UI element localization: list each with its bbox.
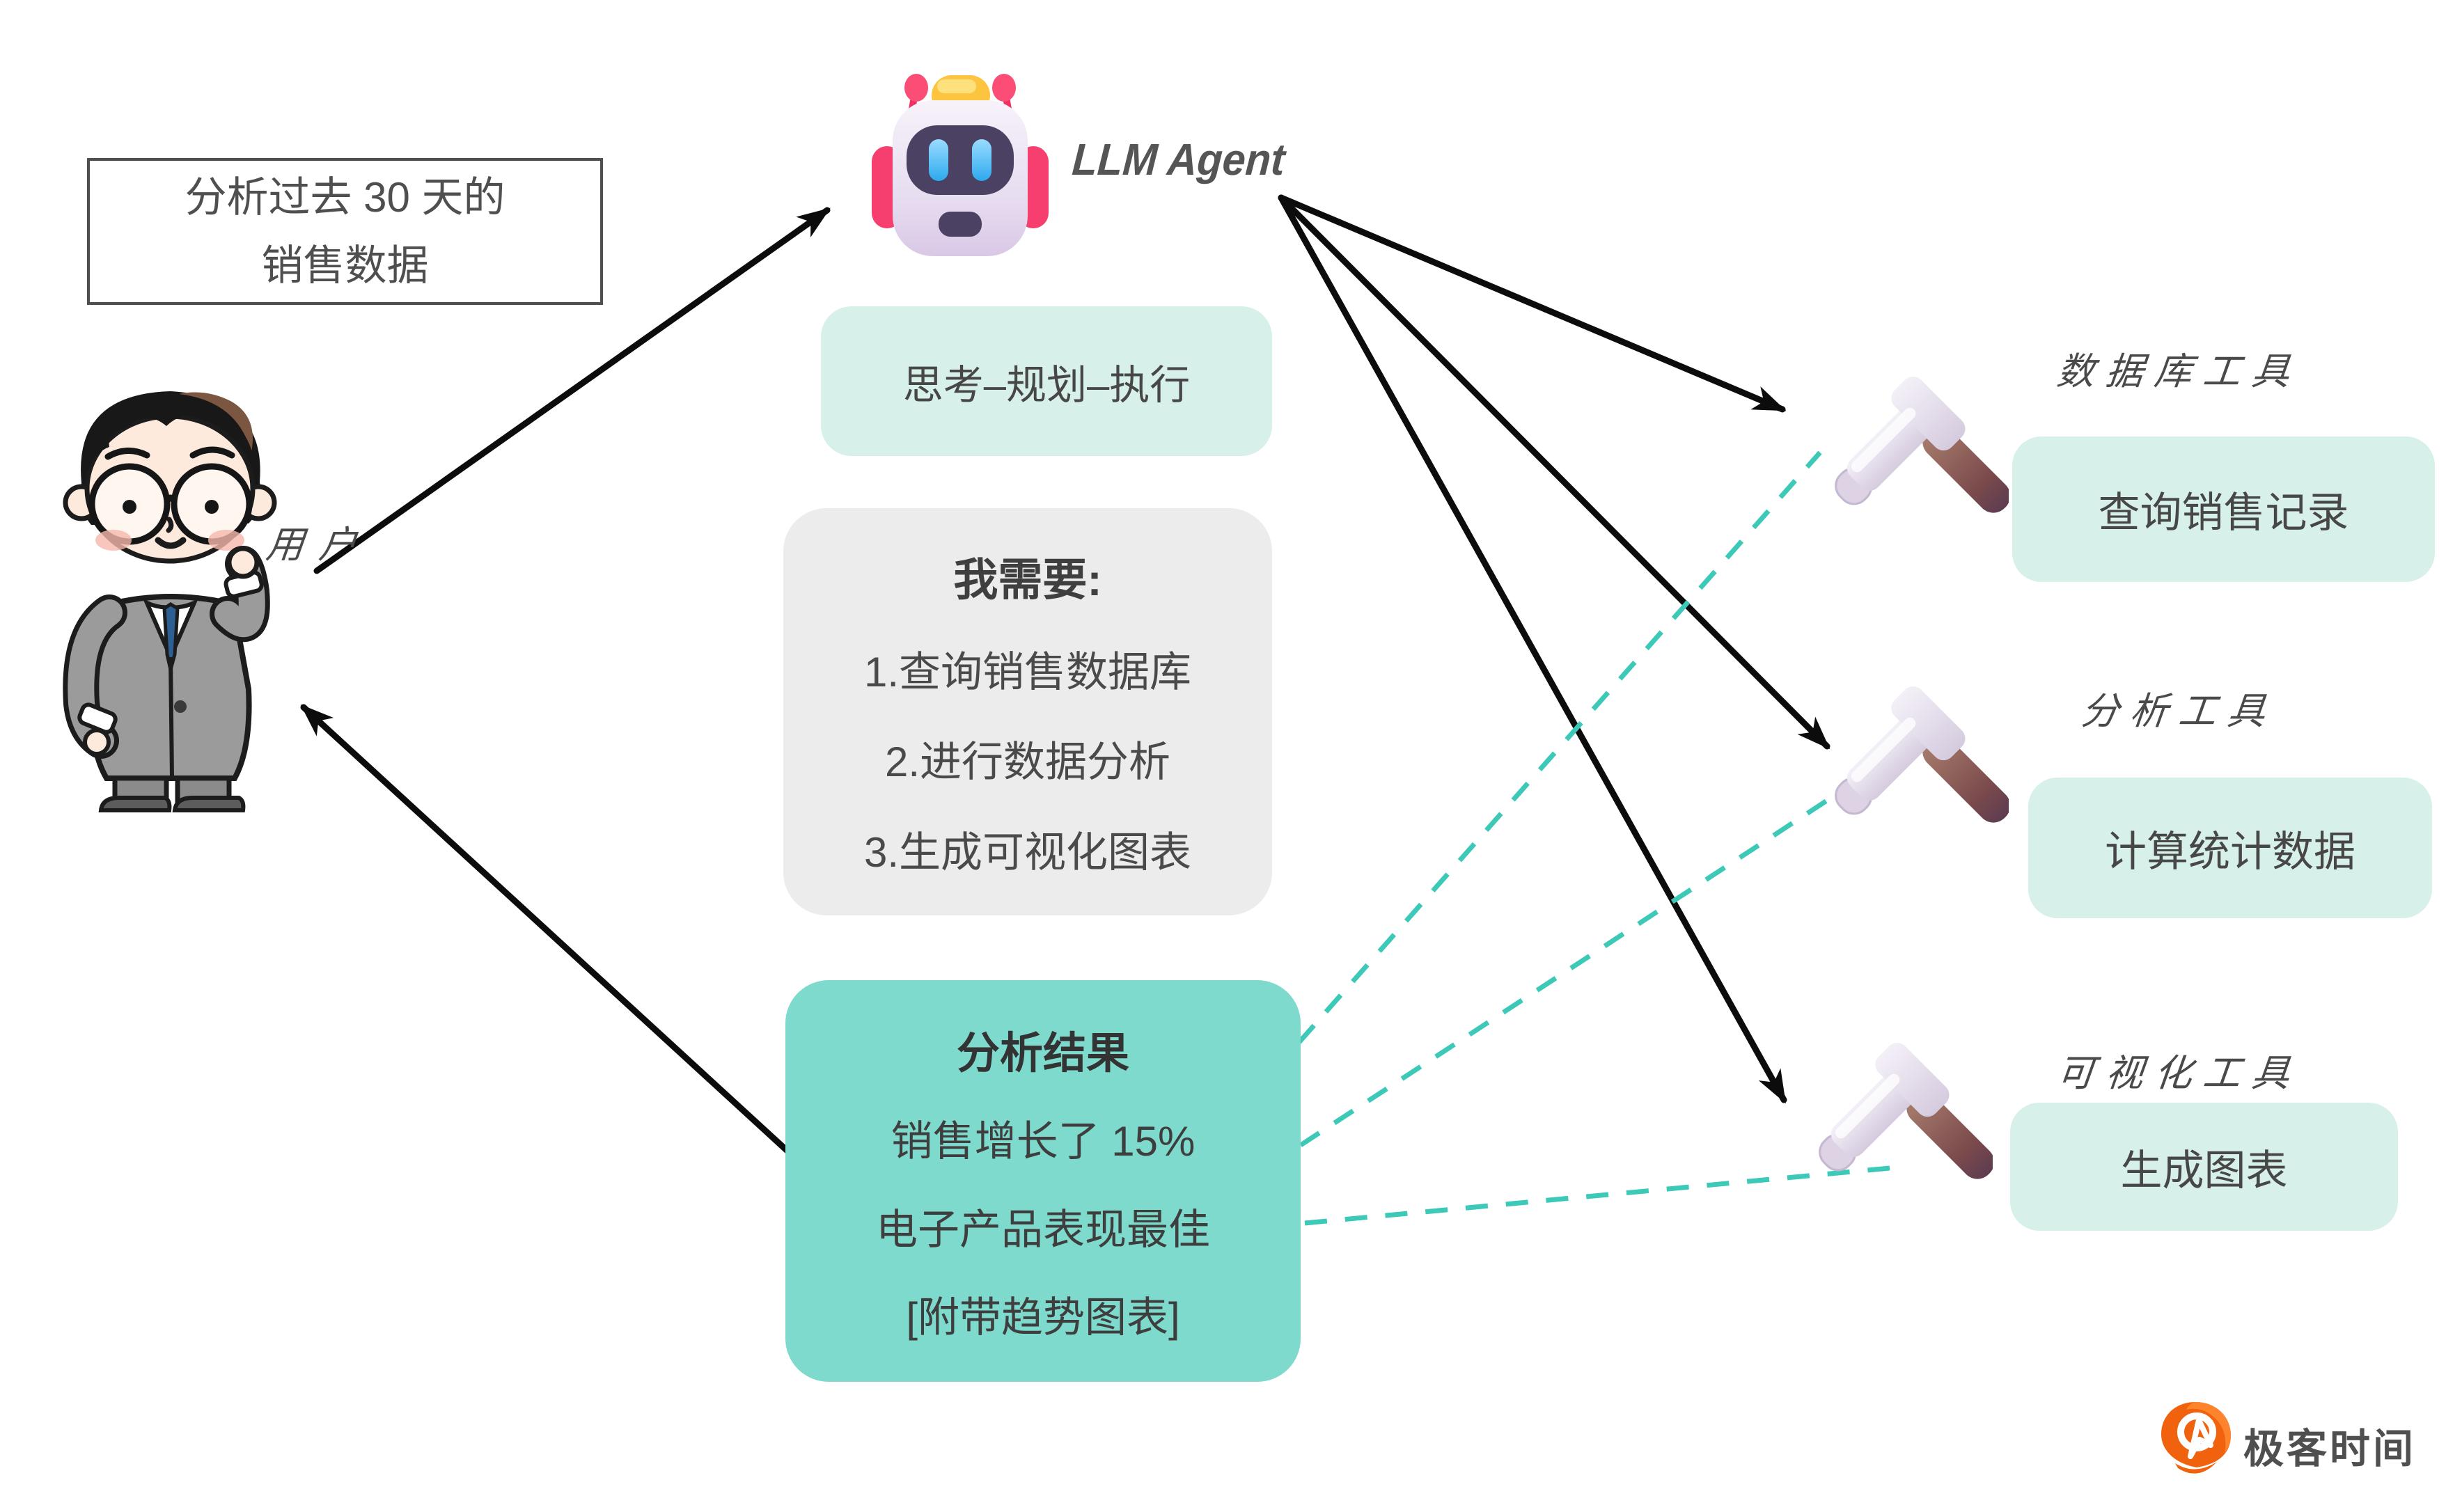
dashed-line-database-tool-to-result (1297, 450, 1822, 1044)
plan-step-1: 1.查询销售数据库 (863, 648, 1192, 695)
tool-visualization-label-text: 可视化工具 (2055, 1052, 2303, 1094)
plan-step-3: 3.生成可视化图表 (863, 828, 1192, 876)
tool-database-action-box: 查询销售记录 (2012, 436, 2435, 582)
arrow-agent-to-visualization-tool (1278, 194, 1787, 1104)
arrow-agent-to-database-tool (1278, 194, 1787, 413)
user-request-line1: 分析过去 30 天的 (185, 173, 505, 221)
tool-database-label-text: 数据库工具 (2055, 350, 2303, 393)
tool-analysis-label: 分析工具 (2019, 678, 2339, 737)
tool-visualization-action-box: 生成图表 (2010, 1103, 2398, 1231)
arrow-result-to-user (300, 704, 794, 1158)
result-line-1: 销售增长了 15% (891, 1118, 1195, 1165)
tool-visualization-label: 可视化工具 (2019, 1040, 2339, 1098)
plan-title: 我需要: (953, 555, 1102, 606)
arrow-agent-to-analysis-tool (1278, 194, 1830, 750)
user-label: 用户 (264, 524, 375, 566)
geektime-logo-text: 极客时间 (2243, 1426, 2417, 1472)
tool-database-label: 数据库工具 (2019, 338, 2339, 397)
tool-analysis-action-box: 计算统计数据 (2028, 778, 2432, 918)
analysis-result-box: 分析结果 销售增长了 15% 电子产品表现最佳 [附带趋势图表] (785, 980, 1301, 1382)
agent-loop-box: 思考–规划–执行 (821, 306, 1272, 456)
agent-label: LLM Agent (1070, 134, 1287, 184)
agent-plan-box: 我需要: 1.查询销售数据库 2.进行数据分析 3.生成可视化图表 (783, 508, 1272, 915)
result-line-2: 电子产品表现最佳 (876, 1206, 1210, 1253)
plan-step-2: 2.进行数据分析 (884, 739, 1171, 786)
tool-analysis-label-text: 分析工具 (2079, 690, 2279, 732)
user-request-box: 分析过去 30 天的 销售数据 (87, 158, 603, 305)
hammer-icon-visualization (1797, 1037, 1993, 1234)
result-title: 分析结果 (956, 1029, 1129, 1078)
user-request-line2: 销售数据 (261, 242, 429, 290)
result-line-3: [附带趋势图表] (906, 1294, 1180, 1341)
hammer-icon-analysis (1813, 680, 2009, 877)
hammer-icon-database (1813, 370, 2009, 567)
robot-icon (862, 57, 1058, 258)
geektime-logo-mark (2157, 1401, 2234, 1474)
user-cartoon (3, 327, 338, 814)
